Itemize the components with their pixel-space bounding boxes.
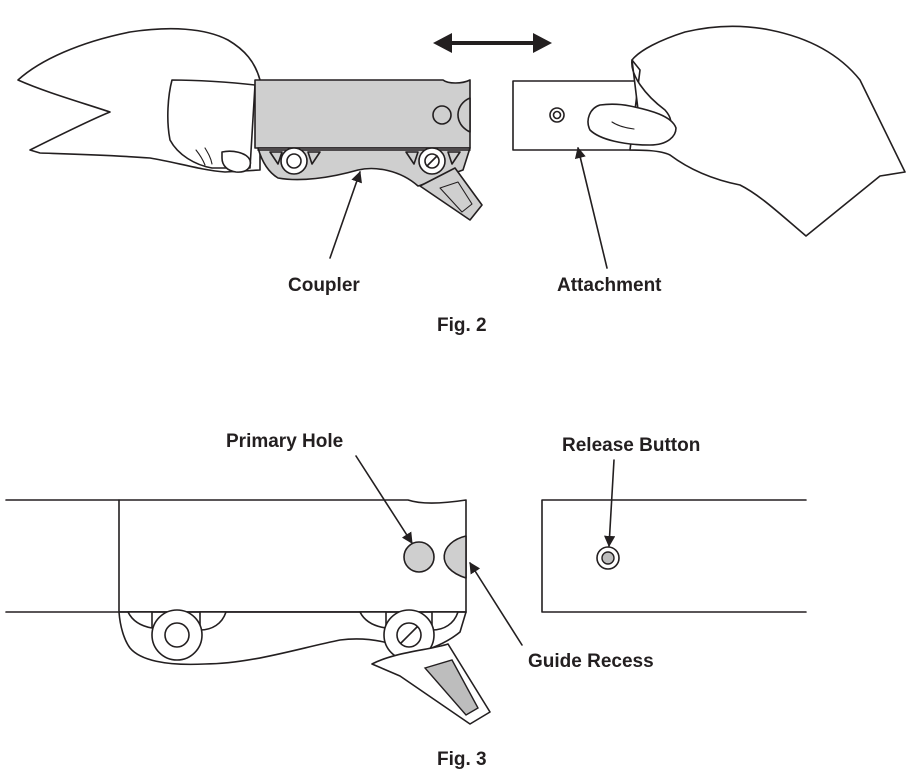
right-hand xyxy=(587,25,906,237)
coupler-fig2 xyxy=(254,79,483,221)
latch-lever-fig2 xyxy=(419,167,483,221)
primary-hole-label: Primary Hole xyxy=(226,431,343,452)
primary-hole-leader xyxy=(355,455,413,544)
attachment-leader xyxy=(574,146,608,269)
release-button-label: Release Button xyxy=(562,435,700,456)
fig3-caption: Fig. 3 xyxy=(437,749,487,770)
coupler-fig3 xyxy=(118,499,491,725)
fig2-illustration xyxy=(17,25,906,269)
shaft-fig3 xyxy=(5,499,120,613)
attachment-fig3 xyxy=(541,499,807,613)
coupler-leader xyxy=(329,170,362,259)
left-hand xyxy=(17,27,261,173)
coupler-label: Coupler xyxy=(288,275,360,296)
guide-recess-fig2 xyxy=(457,97,471,133)
guide-recess-label: Guide Recess xyxy=(528,651,654,672)
primary-hole-fig3 xyxy=(403,541,435,573)
release-button-leader xyxy=(603,459,616,548)
fig2-caption: Fig. 2 xyxy=(437,315,487,336)
primary-hole-fig2 xyxy=(432,105,452,125)
fig3-illustration xyxy=(5,455,807,725)
guide-recess-leader xyxy=(469,562,523,646)
attachment-label: Attachment xyxy=(557,275,662,296)
slide-direction-arrow xyxy=(433,33,552,53)
guide-recess-fig3 xyxy=(443,535,467,579)
